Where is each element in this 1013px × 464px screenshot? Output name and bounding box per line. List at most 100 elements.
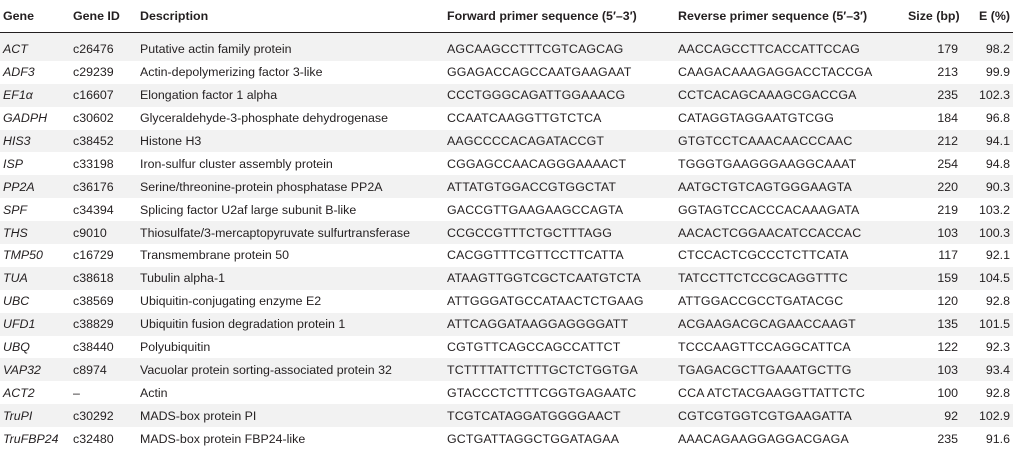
cell-gene: TUA <box>3 271 28 286</box>
cell-gene: ACT2 <box>3 385 35 400</box>
cell-gene-id: c30292 <box>73 408 114 423</box>
cell-size: 122 <box>937 340 958 355</box>
cell-gene: UFD1 <box>3 317 36 332</box>
cell-forward-primer: CCCTGGGCAGATTGGAAACG <box>447 88 626 103</box>
cell-size: 103 <box>937 362 958 377</box>
cell-reverse-primer: ACGAAGACGCAGAACCAAGT <box>678 317 856 332</box>
cell-gene: HIS3 <box>3 134 31 148</box>
cell-efficiency: 100.3 <box>978 225 1010 240</box>
cell-description: Polyubiquitin <box>140 340 211 355</box>
cell-size: 212 <box>937 134 958 148</box>
cell-gene: PP2A <box>3 179 35 194</box>
cell-size: 219 <box>937 202 958 217</box>
cell-efficiency: 99.9 <box>985 65 1010 80</box>
cell-size: 184 <box>937 111 958 126</box>
cell-efficiency: 102.9 <box>978 408 1010 423</box>
cell-gene-id: c34394 <box>73 202 114 217</box>
cell-description: Glyceraldehyde-3-phosphate dehydrogenase <box>140 111 388 126</box>
header-efficiency: E (%) <box>961 0 1013 33</box>
cell-reverse-primer: TGGGTGAAGGGAAGGCAAAT <box>678 156 857 171</box>
cell-forward-primer: GGAGACCAGCCAATGAAGAAT <box>447 65 632 80</box>
cell-gene-id: c38829 <box>73 317 114 332</box>
cell-reverse-primer: GTGTCCTCAAACAACCCAAC <box>678 134 853 148</box>
cell-gene-id: c8974 <box>73 362 107 377</box>
cell-efficiency: 91.6 <box>985 431 1010 446</box>
cell-forward-primer: AAGCCCCACAGATACCGT <box>447 134 605 148</box>
cell-gene-id: c36176 <box>73 179 114 194</box>
header-reverse-primer: Reverse primer sequence (5′–3′) <box>675 0 908 33</box>
cell-size: 235 <box>937 88 958 103</box>
cell-reverse-primer: CTCCACTCGCCCTCTTCATA <box>678 248 849 263</box>
cell-gene: TMP50 <box>3 248 43 263</box>
cell-description: Histone H3 <box>140 134 202 148</box>
table-row: UFD1 c38829 Ubiquitin fusion degradation p… <box>0 312 1013 336</box>
cell-description: Elongation factor 1 alpha <box>140 88 278 103</box>
cell-gene: UBQ <box>3 340 30 355</box>
cell-size: 92 <box>944 408 958 423</box>
cell-gene-id: c9010 <box>73 225 107 240</box>
cell-efficiency: 101.5 <box>978 317 1010 332</box>
cell-reverse-primer: AATGCTGTCAGTGGGAAGTA <box>678 179 852 194</box>
cell-description: Thiosulfate/3-mercaptopyruvate sulfurtra… <box>140 225 410 240</box>
cell-description: Ubiquitin fusion degradation protein 1 <box>140 317 346 332</box>
cell-forward-primer: CCGCCGTTTCTGCTTTAGG <box>447 225 613 240</box>
cell-efficiency: 94.1 <box>985 134 1010 148</box>
cell-efficiency: 90.3 <box>985 179 1010 194</box>
cell-size: 159 <box>937 271 958 286</box>
header-row: Gene Gene ID Description Forward primer … <box>0 0 1013 33</box>
cell-reverse-primer: TATCCTTCTCCGCAGGTTTC <box>678 271 848 286</box>
cell-efficiency: 103.2 <box>978 202 1010 217</box>
cell-description: Splicing factor U2af large subunit B-lik… <box>140 202 357 217</box>
cell-gene: VAP32 <box>3 362 41 377</box>
cell-description: Tubulin alpha-1 <box>140 271 225 286</box>
header-gene: Gene <box>0 0 70 33</box>
cell-gene: TruFBP24 <box>3 431 59 446</box>
cell-efficiency: 98.2 <box>985 42 1010 57</box>
cell-reverse-primer: ATTGGACCGCCTGATACGC <box>678 294 844 309</box>
cell-forward-primer: CGTGTTCAGCCAGCCATTCT <box>447 340 621 355</box>
cell-gene-id: c33198 <box>73 156 114 171</box>
cell-reverse-primer: CATAGGTAGGAATGTCGG <box>678 111 834 126</box>
cell-forward-primer: TCTTTTATTCTTTGCTCTGGTGA <box>447 362 638 377</box>
cell-size: 117 <box>938 248 958 263</box>
cell-forward-primer: ATAAGTTGGTCGCTCAATGTCTA <box>447 271 641 286</box>
cell-description: MADS-box protein FBP24-like <box>140 431 306 446</box>
cell-gene: THS <box>3 225 28 240</box>
cell-size: 120 <box>937 294 958 309</box>
cell-gene: ACT <box>3 42 28 57</box>
cell-efficiency: 94.8 <box>985 156 1010 171</box>
cell-size: 135 <box>937 317 958 332</box>
cell-size: 220 <box>937 179 958 194</box>
cell-gene: UBC <box>3 294 30 309</box>
cell-gene-id: c29239 <box>73 65 114 80</box>
cell-forward-primer: GACCGTTGAAGAAGCCAGTA <box>447 202 624 217</box>
cell-gene: ADF3 <box>3 65 35 80</box>
cell-reverse-primer: CAAGACAAAGAGGACCTACCGA <box>678 65 873 80</box>
cell-gene-id: c16729 <box>73 248 114 263</box>
cell-forward-primer: CACGGTTTCGTTCCTTCATTA <box>447 248 624 263</box>
cell-gene-id: – <box>73 385 80 400</box>
cell-reverse-primer: TGAGACGCTTGAAATGCTTG <box>678 362 852 377</box>
cell-efficiency: 102.3 <box>978 88 1010 103</box>
cell-size: 213 <box>937 65 958 80</box>
cell-gene: GADPH <box>3 111 48 126</box>
cell-size: 103 <box>937 225 958 240</box>
cell-gene: EF1α <box>3 88 33 103</box>
cell-forward-primer: AGCAAGCCTTTCGTCAGCAG <box>447 42 624 57</box>
cell-efficiency: 92.1 <box>985 248 1010 263</box>
header-size: Size (bp) <box>908 0 961 33</box>
primer-table: Gene Gene ID Description Forward primer … <box>0 0 1013 451</box>
cell-size: 254 <box>937 156 958 171</box>
